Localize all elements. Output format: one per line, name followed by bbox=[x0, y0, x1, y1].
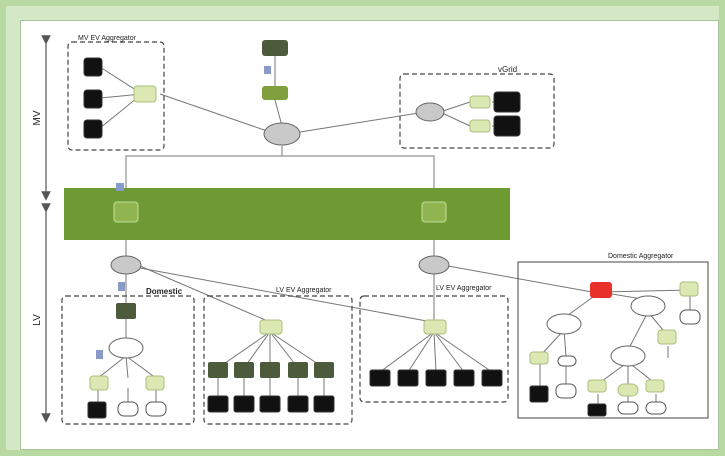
lv-network-cloud-right bbox=[418, 255, 450, 275]
lv-aggregator-label-1: LV EV Aggregator bbox=[276, 287, 332, 294]
lv-aggregator-box-2 bbox=[359, 295, 509, 403]
vgrid-label: vGrid bbox=[498, 65, 517, 74]
substation-right bbox=[421, 201, 447, 223]
blue-marker bbox=[96, 350, 103, 359]
lv-axis-label: LV bbox=[32, 314, 43, 326]
home-network-cloud bbox=[610, 345, 646, 367]
ev-nodes bbox=[83, 57, 607, 419]
group-boxes bbox=[61, 41, 555, 425]
mv-network-cloud bbox=[263, 122, 301, 146]
lv-network-cloud-left bbox=[110, 255, 142, 275]
appliance-nodes bbox=[117, 309, 701, 417]
voltage-axis: MV LV bbox=[32, 35, 51, 423]
top-transformer-node bbox=[262, 86, 288, 100]
domestic-label: Domestic bbox=[146, 287, 183, 296]
controller-nodes bbox=[89, 85, 699, 393]
lv-aggregator-label-2: LV EV Aggregator bbox=[436, 285, 492, 292]
domestic-aggregator-label: Domestic Aggregator bbox=[608, 253, 674, 260]
blue-marker bbox=[118, 282, 125, 291]
mv-aggregator-label: MV EV Aggregator bbox=[78, 35, 137, 42]
domestic-aggregator-box bbox=[517, 261, 709, 419]
top-grid-node bbox=[262, 40, 288, 56]
home-network-cloud bbox=[108, 337, 144, 359]
blue-marker bbox=[264, 66, 271, 74]
vgrid-box bbox=[399, 73, 555, 149]
home-network-cloud bbox=[546, 313, 582, 335]
alert-node bbox=[590, 282, 612, 298]
mv-axis-label: MV bbox=[32, 110, 43, 125]
blue-marker bbox=[116, 183, 124, 191]
dark-nodes bbox=[116, 303, 334, 378]
home-network-cloud bbox=[630, 295, 666, 317]
mv-aggregator-box bbox=[67, 41, 165, 151]
group-labels: MV EV Aggregator vGrid Domestic LV EV Ag… bbox=[78, 35, 674, 296]
vgrid-network-cloud bbox=[415, 102, 445, 122]
substation-left bbox=[113, 201, 139, 223]
cloud-nodes bbox=[108, 102, 666, 367]
